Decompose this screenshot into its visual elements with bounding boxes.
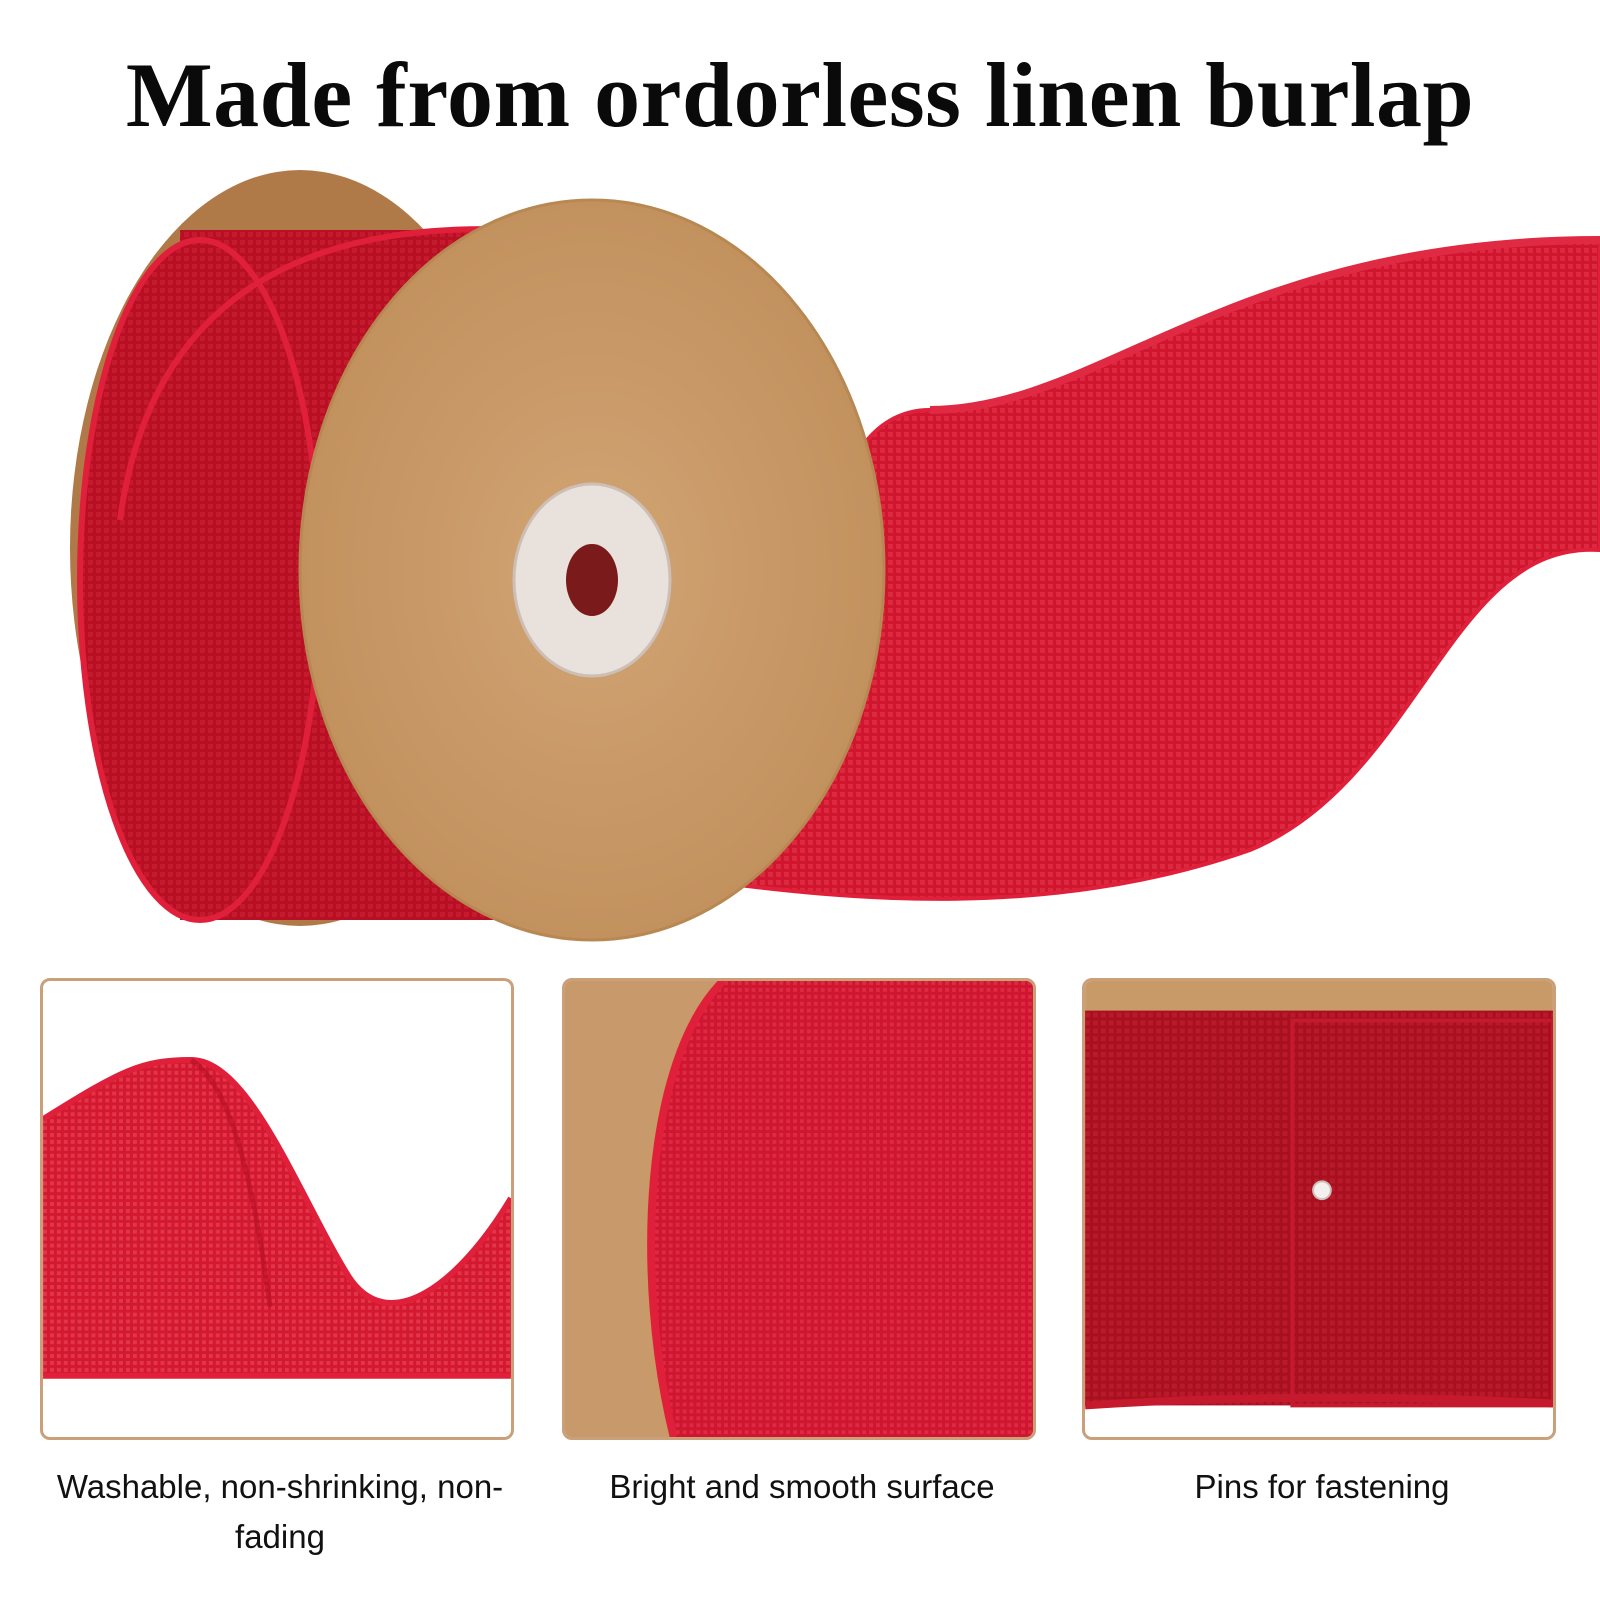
ribbon-wave-icon — [43, 1056, 511, 1379]
ribbon-spool-illustration — [70, 170, 1600, 942]
feature-panel-surface — [562, 978, 1036, 1440]
caption-surface: Bright and smooth surface — [609, 1468, 995, 1505]
feature-panel-pins — [1082, 978, 1556, 1440]
caption-washable: Washable, non-shrinking, non-fading — [56, 1468, 504, 1555]
hero-product-image — [0, 160, 1600, 960]
caption-pins: Pins for fastening — [1194, 1468, 1450, 1505]
pin-icon — [1085, 981, 1553, 1410]
spool-closeup-icon — [565, 981, 1033, 1437]
feature-panel-washable — [40, 978, 514, 1440]
headline: Made from ordorless linen burlap — [125, 44, 1475, 146]
